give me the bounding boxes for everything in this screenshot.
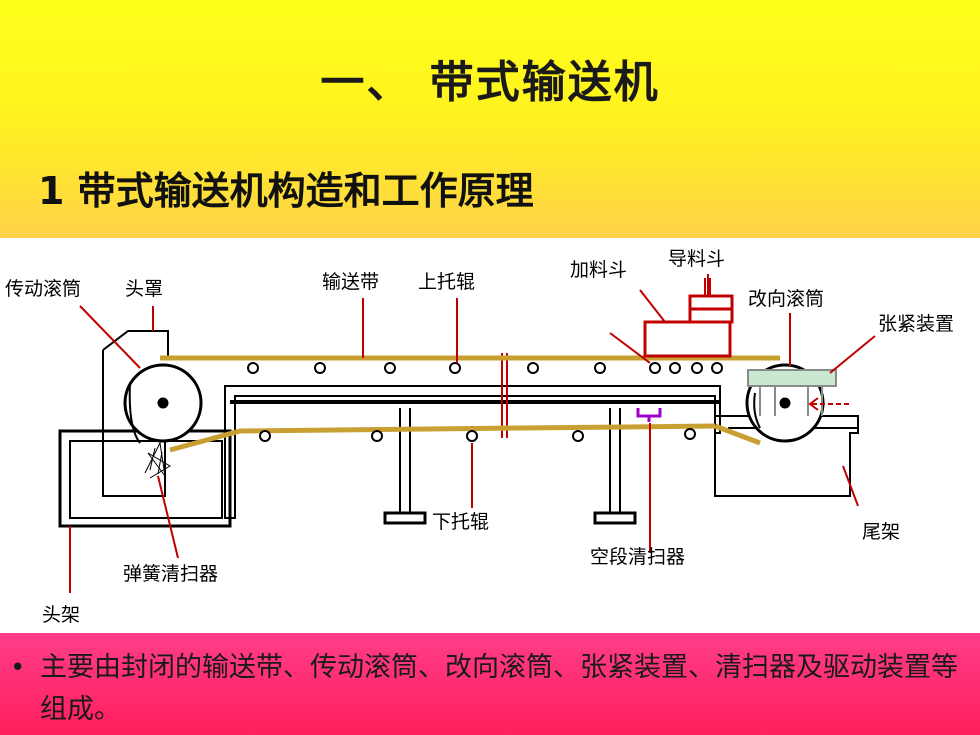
conveyor-belt <box>160 355 780 453</box>
label-tail-frame: 尾架 <box>862 521 900 543</box>
slide-header: 一、 带式输送机 1 带式输送机构造和工作原理 <box>0 0 980 238</box>
label-drive-pulley: 传动滚筒 <box>5 278 81 300</box>
label-guide-chute: 导料斗 <box>668 248 725 270</box>
conveyor-structure <box>58 330 859 528</box>
label-feed-hopper: 加料斗 <box>570 259 627 281</box>
take-up-device <box>747 369 850 416</box>
label-conveyor-belt: 输送带 <box>322 271 379 293</box>
label-spring-cleaner: 弹簧清扫器 <box>123 563 218 585</box>
bullet-icon: • <box>10 653 26 683</box>
summary-text: 主要由封闭的输送带、传动滚筒、改向滚筒、张紧装置、清扫器及驱动装置等组成。 <box>40 652 958 725</box>
upper-idlers <box>247 362 723 374</box>
label-head-cover: 头罩 <box>125 278 163 300</box>
label-take-up-device: 张紧装置 <box>878 313 954 335</box>
page-title: 一、 带式输送机 <box>320 57 660 108</box>
conveyor-diagram: 传动滚筒 头罩 输送带 上托辊 加料斗 导料斗 改向滚筒 张紧装置 下托辊 尾架… <box>0 238 980 633</box>
return-cleaner <box>636 408 662 422</box>
drive-pulley <box>123 363 203 444</box>
label-bend-pulley: 改向滚筒 <box>748 288 824 310</box>
label-return-cleaner: 空段清扫器 <box>590 546 685 568</box>
label-upper-idler: 上托辊 <box>418 271 475 293</box>
label-lower-idler: 下托辊 <box>432 511 489 533</box>
section-subtitle: 1 带式输送机构造和工作原理 <box>38 169 534 213</box>
label-head-frame: 头架 <box>42 604 80 626</box>
summary-panel: • 主要由封闭的输送带、传动滚筒、改向滚筒、张紧装置、清扫器及驱动装置等组成。 <box>0 633 980 735</box>
spring-cleaner <box>144 441 171 479</box>
feed-hopper <box>643 278 734 358</box>
lower-idlers <box>259 428 696 442</box>
pointer-lines <box>69 274 876 593</box>
